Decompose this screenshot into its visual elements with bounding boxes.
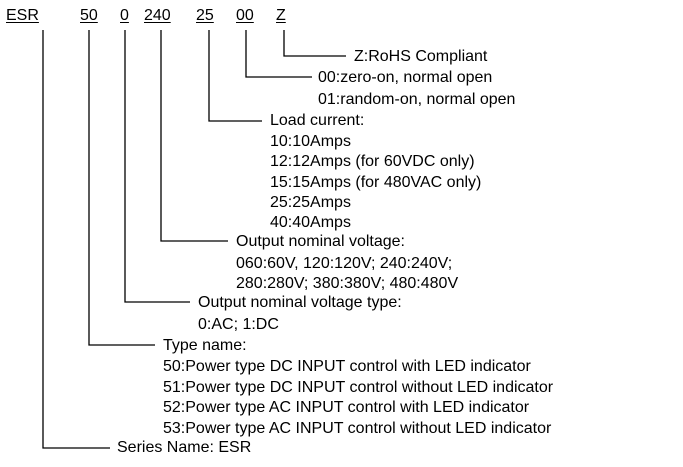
code-control-mode: 00: [236, 7, 254, 24]
load-current-option: 10:10Amps: [270, 133, 351, 150]
leader-rohs: [283, 30, 346, 57]
load-current-option: 25:25Amps: [270, 194, 351, 211]
code-voltage: 240: [144, 7, 171, 24]
leader-type-name: [88, 30, 155, 346]
code-type: 50: [80, 7, 98, 24]
control-mode-line: 00:zero-on, normal open: [318, 69, 493, 86]
output-voltage-option: 280:280V; 380:380V; 480:480V: [236, 275, 459, 292]
series-name-line: Series Name: ESR: [117, 439, 252, 456]
output-voltage-option: 060:60V, 120:120V; 240:240V;: [236, 255, 453, 272]
code-load-current: 25: [196, 7, 214, 24]
load-current-option: 15:15Amps (for 480VAC only): [270, 174, 482, 191]
control-mode-line: 01:random-on, normal open: [318, 91, 516, 108]
rohs-line: Z:RoHS Compliant: [354, 48, 488, 65]
leader-series-name: [42, 30, 110, 449]
code-rohs: Z: [276, 7, 286, 24]
code-voltage-type: 0: [120, 7, 129, 24]
type-name-heading: Type name:: [163, 337, 247, 354]
output-voltage-type-option: 0:AC; 1:DC: [198, 316, 279, 333]
type-name-option: 50:Power type DC INPUT control with LED …: [163, 358, 531, 375]
load-current-option: 40:40Amps: [270, 214, 351, 231]
leader-control-mode: [245, 30, 312, 78]
type-name-option: 52:Power type AC INPUT control with LED …: [163, 399, 530, 416]
type-name-option: 51:Power type DC INPUT control without L…: [163, 379, 554, 396]
load-current-option: 12:12Amps (for 60VDC only): [270, 153, 475, 170]
leader-output-voltage-type: [124, 30, 190, 303]
type-name-option: 53:Power type AC INPUT control without L…: [163, 420, 552, 437]
load-current-heading: Load current:: [270, 112, 365, 129]
output-voltage-type-heading: Output nominal voltage type:: [198, 294, 402, 311]
leader-output-voltage: [160, 30, 228, 242]
output-voltage-heading: Output nominal voltage:: [236, 233, 405, 250]
code-series: ESR: [6, 7, 39, 24]
leader-load-current: [208, 30, 262, 122]
